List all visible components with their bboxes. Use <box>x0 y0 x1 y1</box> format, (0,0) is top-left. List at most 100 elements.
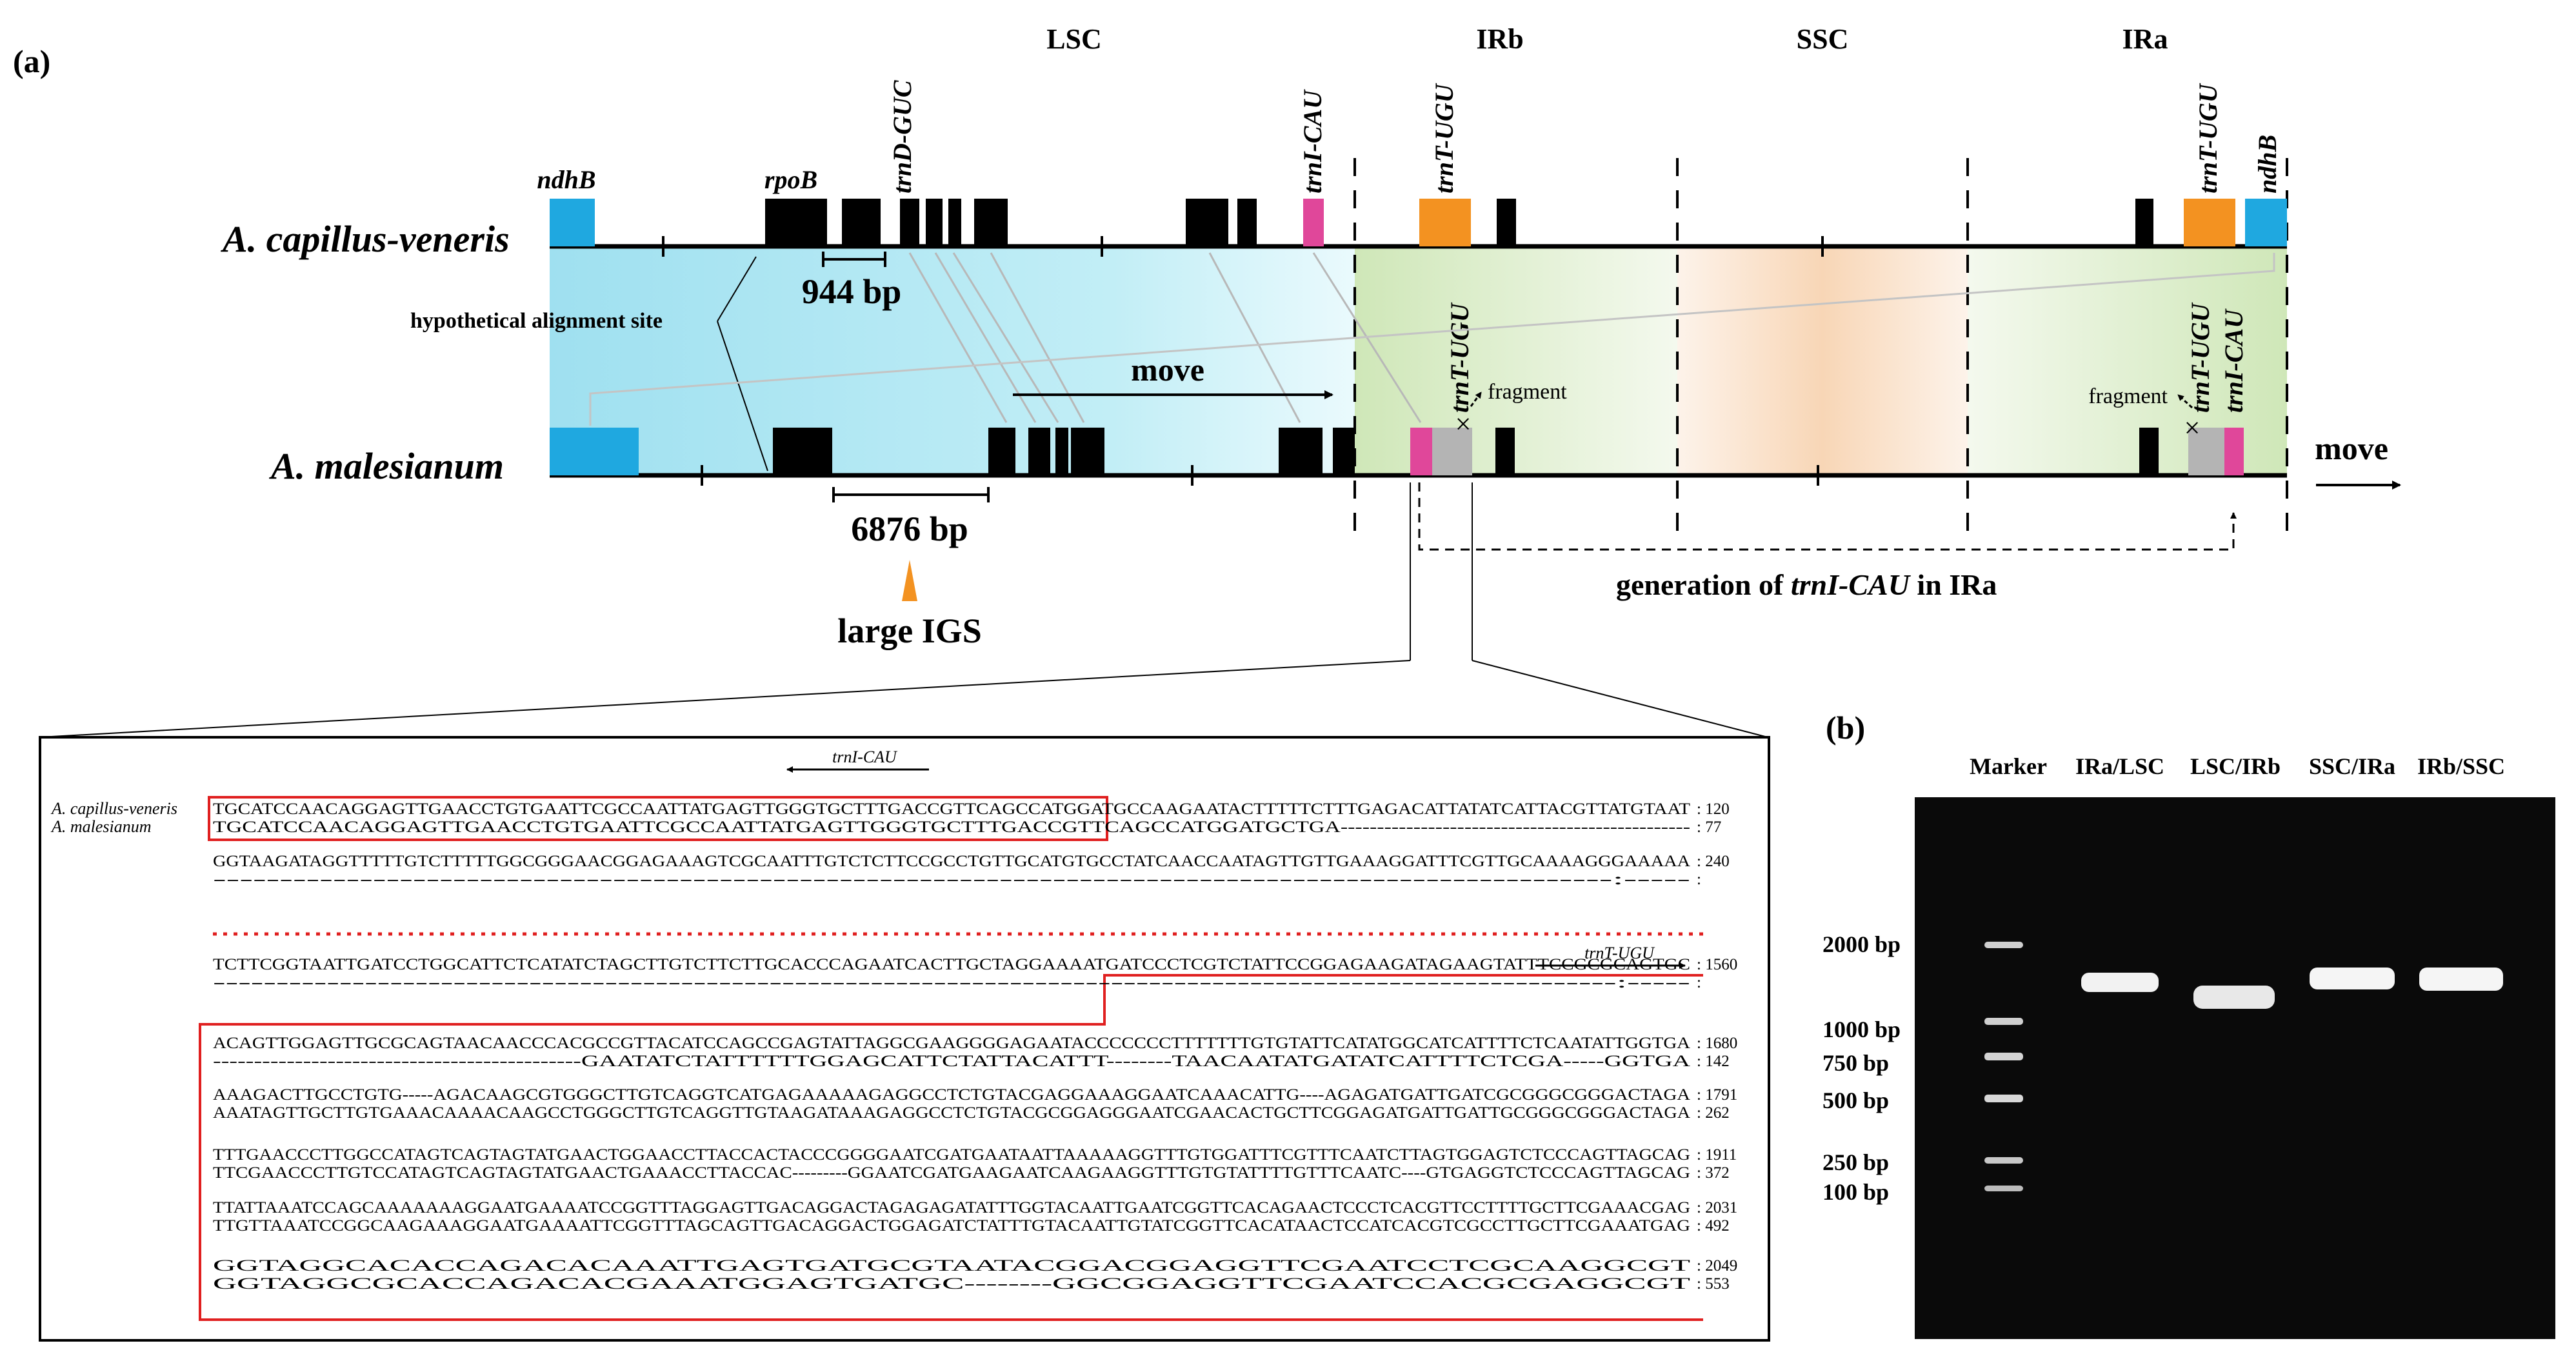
gene-block-top <box>1237 199 1257 246</box>
genome-bottom <box>550 428 2287 486</box>
sequence-position: : 120 <box>1697 800 1730 818</box>
trnT-top-irb <box>1419 199 1471 246</box>
ladder-band-1000 <box>1984 1018 2023 1025</box>
lane-label: SSC/IRa <box>2309 753 2395 779</box>
hyp-align-label: hypothetical alignment site <box>410 309 663 333</box>
sequence-top-row: TCTTCGGTAATTGATCCTGGCATTCTCATATCTAGCTTGT… <box>213 956 1690 973</box>
fragment-arrow-left <box>1470 392 1483 407</box>
marker-size-label: 750 bp <box>1822 1050 1889 1076</box>
band-lsc-irb <box>2193 986 2275 1009</box>
zoom-line-right <box>1472 660 1768 738</box>
region-lsc-label: LSC <box>1046 23 1102 55</box>
sequence-position: : 77 <box>1697 819 1721 836</box>
ssc-shade <box>1677 246 1968 476</box>
sequence-position: : 2031 <box>1697 1199 1737 1216</box>
gene-block-top <box>842 199 881 246</box>
sequence-position: : <box>1697 871 1701 888</box>
ladder-band-2000 <box>1984 942 2023 948</box>
rpoB-bottom <box>773 428 832 475</box>
sequence-position: : 1791 <box>1697 1086 1737 1104</box>
x-mark-irb: × <box>1455 408 1472 440</box>
ndhB-top-right <box>2245 199 2287 246</box>
marker-ladder <box>1984 942 2023 1191</box>
zoom-line-left <box>39 660 1411 738</box>
generation-label: generation of trnI-CAU in IRa <box>1616 568 1997 601</box>
trnI-arrow-label: trnI-CAU <box>832 748 898 766</box>
species-bottom-label: A. malesianum <box>269 445 504 487</box>
sequence-top-row: ACAGTTGGAGTTGCGCAGTAACAACCCACGCCGTTACATC… <box>213 1035 1690 1052</box>
lane-label: LSC/IRb <box>2190 753 2281 779</box>
fragment-bottom-irb <box>1432 428 1472 475</box>
region-irb-label: IRb <box>1476 23 1523 55</box>
move-right-label: move <box>2315 430 2388 466</box>
fragment-left-label: fragment <box>1488 380 1567 404</box>
gene-block-top <box>1186 199 1228 246</box>
trnT-outline <box>199 974 1703 1321</box>
sample-bands <box>2081 968 2503 1009</box>
rpoB-top <box>765 199 827 246</box>
sequence-position: : 2049 <box>1697 1257 1737 1275</box>
ndhB-bottom <box>550 428 639 475</box>
gene-block-bottom <box>1333 428 1355 475</box>
sequence-top-row: TTATTAAATCCAGCAAAAAAAGGAATGAAAATCCGGTTTA… <box>213 1199 1690 1216</box>
gene-block-bottom <box>1055 428 1068 475</box>
panel-a-label: (a) <box>13 43 50 79</box>
alignment-panel: A. capillus-veneris A. malesianum trnI-C… <box>39 736 1770 1342</box>
gene-block-top <box>974 199 1008 246</box>
hyp-align-pointer-top <box>717 256 757 322</box>
sequence-top-row: TTTGAACCCTTGGCCATAGTCAGTAGTATGAACTGGAACC… <box>213 1146 1690 1164</box>
sequence-position: : 262 <box>1697 1104 1730 1122</box>
gene-block-bottom <box>1071 428 1104 475</box>
marker-size-label: 500 bp <box>1822 1087 1889 1113</box>
gene-block-bottom <box>1279 428 1323 475</box>
gene-label-trnI-top: trnI-CAU <box>1298 89 1327 194</box>
marker-size-label: 2000 bp <box>1822 931 1901 957</box>
fragment-right-label: fragment <box>2088 384 2168 408</box>
ladder-band-250 <box>1984 1157 2023 1164</box>
gene-block-top <box>948 199 961 246</box>
gel-image <box>1915 797 2555 1339</box>
sequence-top-row: AAAGACTTGCCTGTG-----AGACAAGCGTGGGCTTGTCA… <box>213 1086 1690 1104</box>
sequence-top-row: GGTAAGATAGGTTTTTGTCTTTTTGGCGGGAACGGAGAAA… <box>213 853 1690 870</box>
gene-label-trnI-mid-ira: trnI-CAU <box>2219 308 2248 413</box>
gene-block-bottom <box>988 428 1015 475</box>
align-species-1: A. capillus-veneris <box>50 799 177 818</box>
gene-label-trnT-top-ira: trnT-UGU <box>2193 83 2222 194</box>
gene-block-bottom <box>2139 428 2159 475</box>
genome-top <box>550 199 2287 257</box>
marker-size-label: 250 bp <box>1822 1149 1889 1175</box>
trnI-outline <box>208 796 1108 841</box>
gene-label-trnT-mid-ira: trnT-UGU <box>2186 302 2215 413</box>
sequence-position: : 240 <box>1697 853 1730 870</box>
scale-944-label: 944 bp <box>802 272 902 311</box>
sequence-rows: TGCATCCAACAGGAGTTGAACCTGTGAATTCGCCAATTAT… <box>213 800 1737 1293</box>
band-irb-ssc <box>2419 968 2503 991</box>
move-mid-label: move <box>1131 352 1204 388</box>
ndhB-top-left <box>550 199 595 246</box>
sequence-position: : 1560 <box>1697 956 1737 973</box>
marker-size-label: 1000 bp <box>1822 1017 1901 1042</box>
sequence-bottom-row: GGTAGGCGCACCAGACACGAAATGGAGTGATGC-------… <box>213 1275 1690 1293</box>
sequence-position: : 492 <box>1697 1217 1730 1235</box>
scale-944: 944 bp <box>802 252 902 311</box>
align-species-2: A. malesianum <box>50 817 152 836</box>
gene-block-top <box>2135 199 2153 246</box>
sequence-bottom-row: TTGTTAAATCCGGCAAGAAAGGAATGAAAATTCGGTTTAG… <box>213 1217 1690 1235</box>
gene-block-top <box>1497 199 1516 246</box>
irb-shade <box>1355 246 1677 476</box>
sequence-top-row: TGCATCCAACAGGAGTTGAACCTGTGAATTCGCCAATTAT… <box>213 800 1690 818</box>
ladder-band-100 <box>1984 1186 2023 1191</box>
trnI-top <box>1303 199 1324 246</box>
lane-label: IRa/LSC <box>2075 753 2164 779</box>
trnD-top <box>900 199 919 246</box>
gene-block-bottom <box>1028 428 1050 475</box>
sequence-position: : 1680 <box>1697 1035 1737 1052</box>
sequence-position: : 1911 <box>1697 1146 1737 1164</box>
large-igs-label: large IGS <box>837 611 982 650</box>
panel-b-label: (b) <box>1826 710 1865 746</box>
gene-label-trnT-mid-irb: trnT-UGU <box>1445 302 1474 413</box>
sequence-position: : 142 <box>1697 1053 1730 1070</box>
sequence-bottom-row: TGCATCCAACAGGAGTTGAACCTGTGAATTCGCCAATTAT… <box>213 819 1690 836</box>
